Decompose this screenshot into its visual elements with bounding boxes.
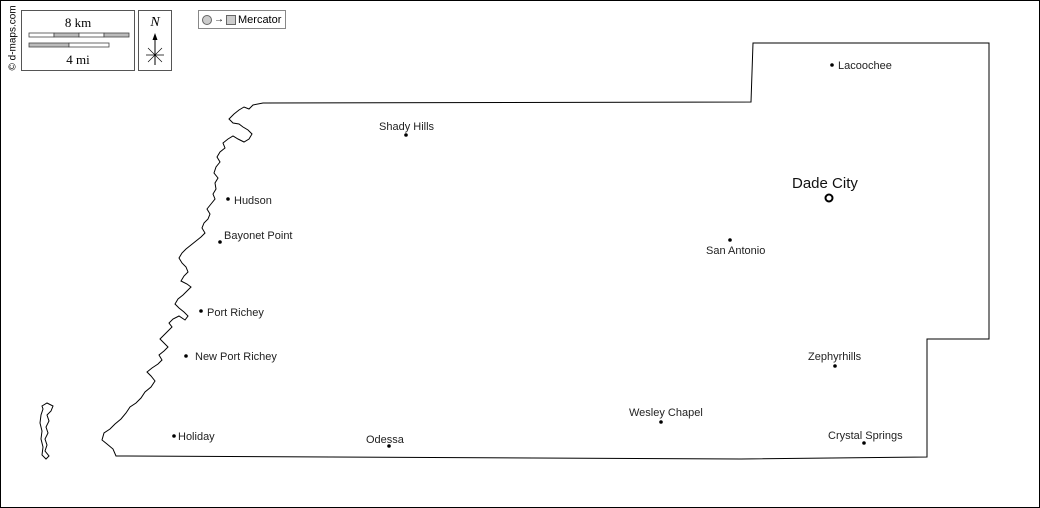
north-label: N	[150, 15, 160, 30]
anclote-key-island	[39, 402, 54, 460]
lacoochee-dot	[830, 63, 834, 67]
bayonet-point-dot	[218, 240, 222, 244]
odessa-label: Odessa	[366, 434, 405, 446]
new-port-richey-dot	[184, 354, 188, 358]
county-outline	[101, 42, 990, 460]
scale-bar: 8 km 4 mi	[21, 10, 135, 71]
copyright-credit: © d-maps.com	[7, 5, 19, 71]
holiday-label: Holiday	[178, 431, 215, 443]
globe-circle-icon	[202, 14, 212, 25]
scale-bar-graphic	[28, 32, 130, 48]
odessa-dot	[387, 444, 391, 448]
new-port-richey-label: New Port Richey	[195, 351, 277, 363]
wesley-chapel-dot	[659, 420, 663, 424]
zephyrhills-dot	[833, 364, 837, 368]
projection-label: Mercator	[238, 13, 282, 26]
lacoochee-label: Lacoochee	[838, 60, 892, 72]
scale-mi-label: 4 mi	[66, 52, 90, 67]
san-antonio-label: San Antonio	[706, 245, 765, 257]
shady-hills-label: Shady Hills	[379, 121, 435, 133]
port-richey-dot	[199, 309, 203, 313]
compass-star-icon	[146, 33, 164, 65]
dade-city-label: Dade City	[792, 175, 858, 192]
san-antonio-dot	[728, 238, 732, 242]
projection-legend: → Mercator	[198, 10, 287, 29]
zephyrhills-label: Zephyrhills	[808, 351, 862, 363]
shady-hills-dot	[404, 133, 408, 137]
hudson-label: Hudson	[234, 195, 272, 207]
north-arrow: N	[138, 10, 172, 71]
map-square-icon	[226, 14, 236, 25]
bayonet-point-label: Bayonet Point	[224, 230, 293, 242]
hudson-dot	[226, 197, 230, 201]
port-richey-label: Port Richey	[207, 307, 264, 319]
dade-city-marker	[824, 193, 834, 203]
arrow-right-icon: →	[214, 13, 224, 25]
wesley-chapel-label: Wesley Chapel	[629, 407, 703, 419]
scale-km-label: 8 km	[64, 15, 92, 30]
crystal-springs-dot	[862, 441, 866, 445]
crystal-springs-label: Crystal Springs	[828, 430, 903, 442]
holiday-dot	[172, 434, 176, 438]
